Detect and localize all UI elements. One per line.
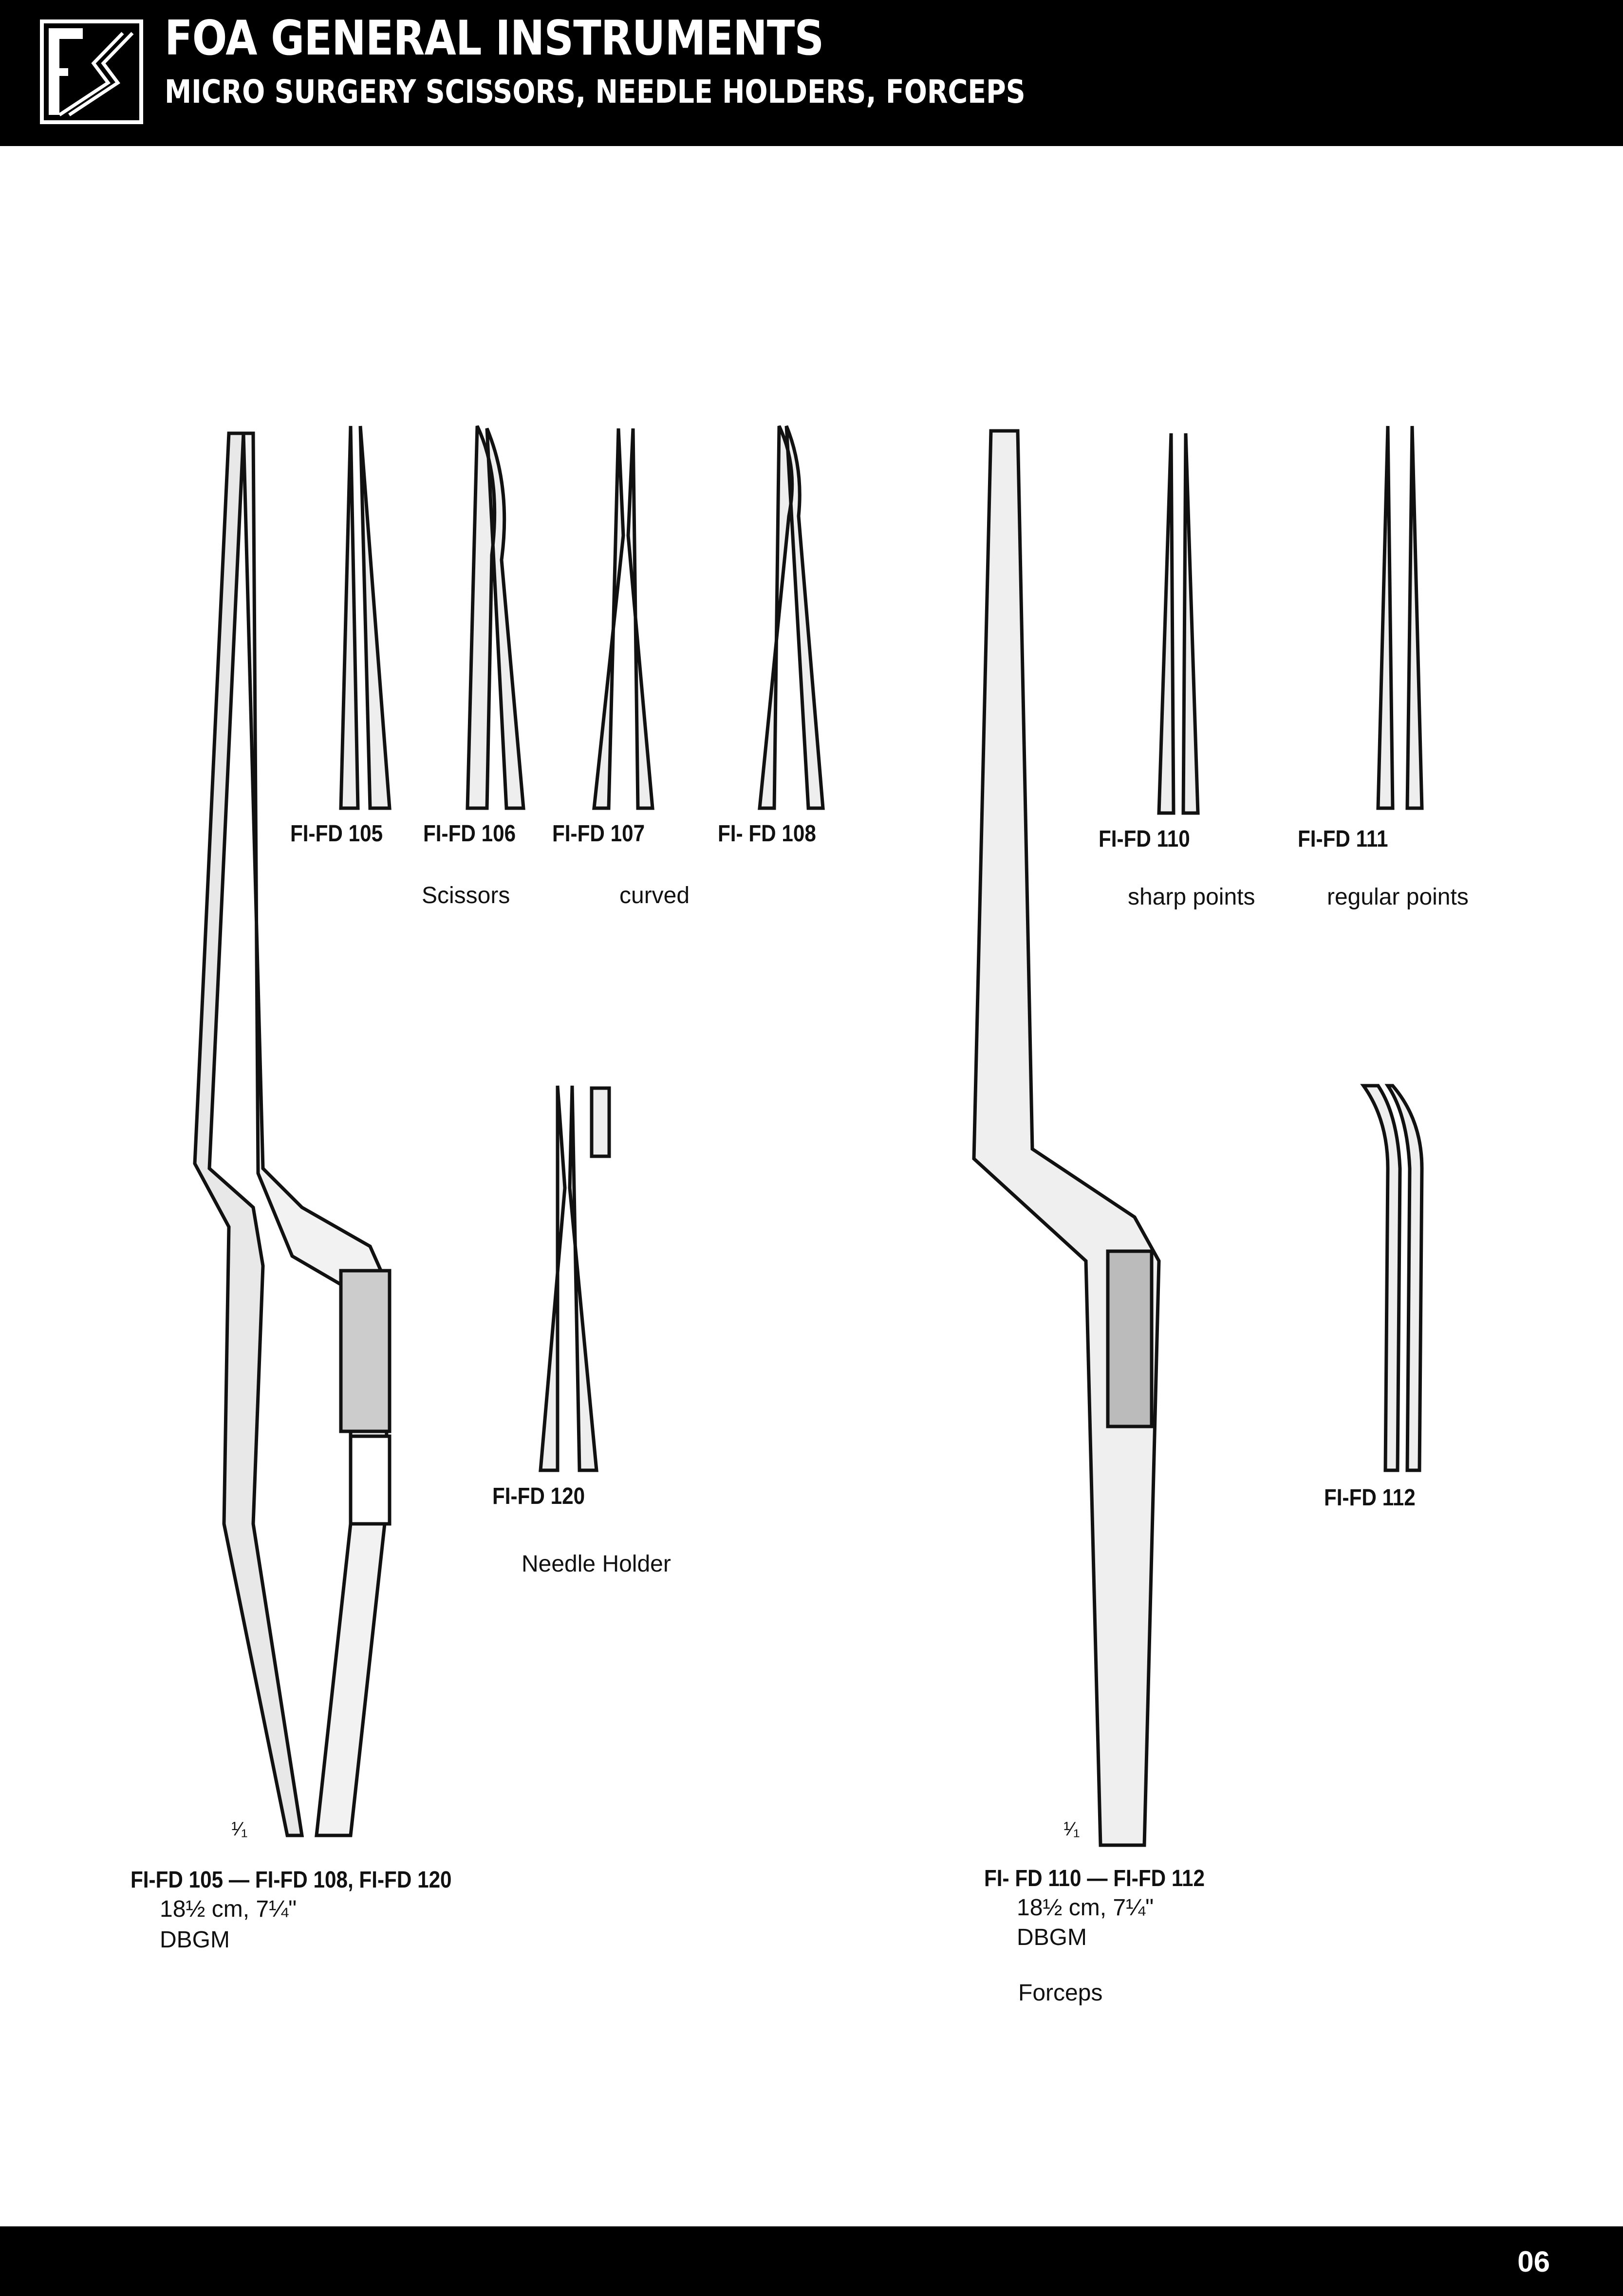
caption-forceps: Forceps bbox=[1018, 1980, 1103, 2006]
page-footer: 06 bbox=[0, 2226, 1623, 2296]
caption-sharp-points: sharp points bbox=[1128, 884, 1255, 910]
page-header: FOA GENERAL INSTRUMENTS MICRO SURGERY SC… bbox=[0, 0, 1623, 146]
foa-logo-icon bbox=[40, 19, 143, 124]
range-right: FI- FD 110 — FI-FD 112 bbox=[984, 1866, 1205, 1891]
size-left: 18½ cm, 7¼" bbox=[160, 1896, 297, 1922]
range-left: FI-FD 105 — FI-FD 108, FI-FD 120 bbox=[131, 1867, 452, 1893]
page-number: 06 bbox=[1517, 2245, 1550, 2278]
forceps-large-illustration bbox=[972, 429, 1161, 1847]
code-fi-fd-112: FI-FD 112 bbox=[1324, 1485, 1416, 1511]
scissors-large-illustration bbox=[193, 431, 392, 1837]
standard-right: DBGM bbox=[1017, 1925, 1087, 1950]
scale-left: ¹⁄₁ bbox=[231, 1818, 248, 1840]
page-title: FOA GENERAL INSTRUMENTS bbox=[165, 11, 824, 66]
code-fi-fd-120: FI-FD 120 bbox=[492, 1483, 585, 1509]
caption-curved: curved bbox=[619, 883, 690, 908]
code-fi-fd-108: FI- FD 108 bbox=[718, 821, 816, 847]
scissors-tips-illustration bbox=[339, 425, 825, 810]
standard-left: DBGM bbox=[160, 1927, 230, 1953]
code-fi-fd-105: FI-FD 105 bbox=[290, 821, 383, 847]
caption-needle-holder: Needle Holder bbox=[522, 1551, 671, 1577]
caption-scissors: Scissors bbox=[422, 883, 510, 908]
needle-holder-illustration bbox=[539, 1085, 611, 1472]
scale-right: ¹⁄₁ bbox=[1063, 1818, 1080, 1840]
code-fi-fd-110: FI-FD 110 bbox=[1099, 826, 1190, 852]
caption-regular-points: regular points bbox=[1327, 884, 1469, 910]
forceps-tips-illustration bbox=[1157, 426, 1424, 1472]
code-fi-fd-106: FI-FD 106 bbox=[423, 821, 516, 847]
size-right: 18½ cm, 7¼" bbox=[1017, 1895, 1154, 1921]
page-subtitle: MICRO SURGERY SCISSORS, NEEDLE HOLDERS, … bbox=[165, 73, 1026, 111]
code-fi-fd-107: FI-FD 107 bbox=[552, 821, 645, 847]
code-fi-fd-111: FI-FD 111 bbox=[1298, 826, 1388, 852]
